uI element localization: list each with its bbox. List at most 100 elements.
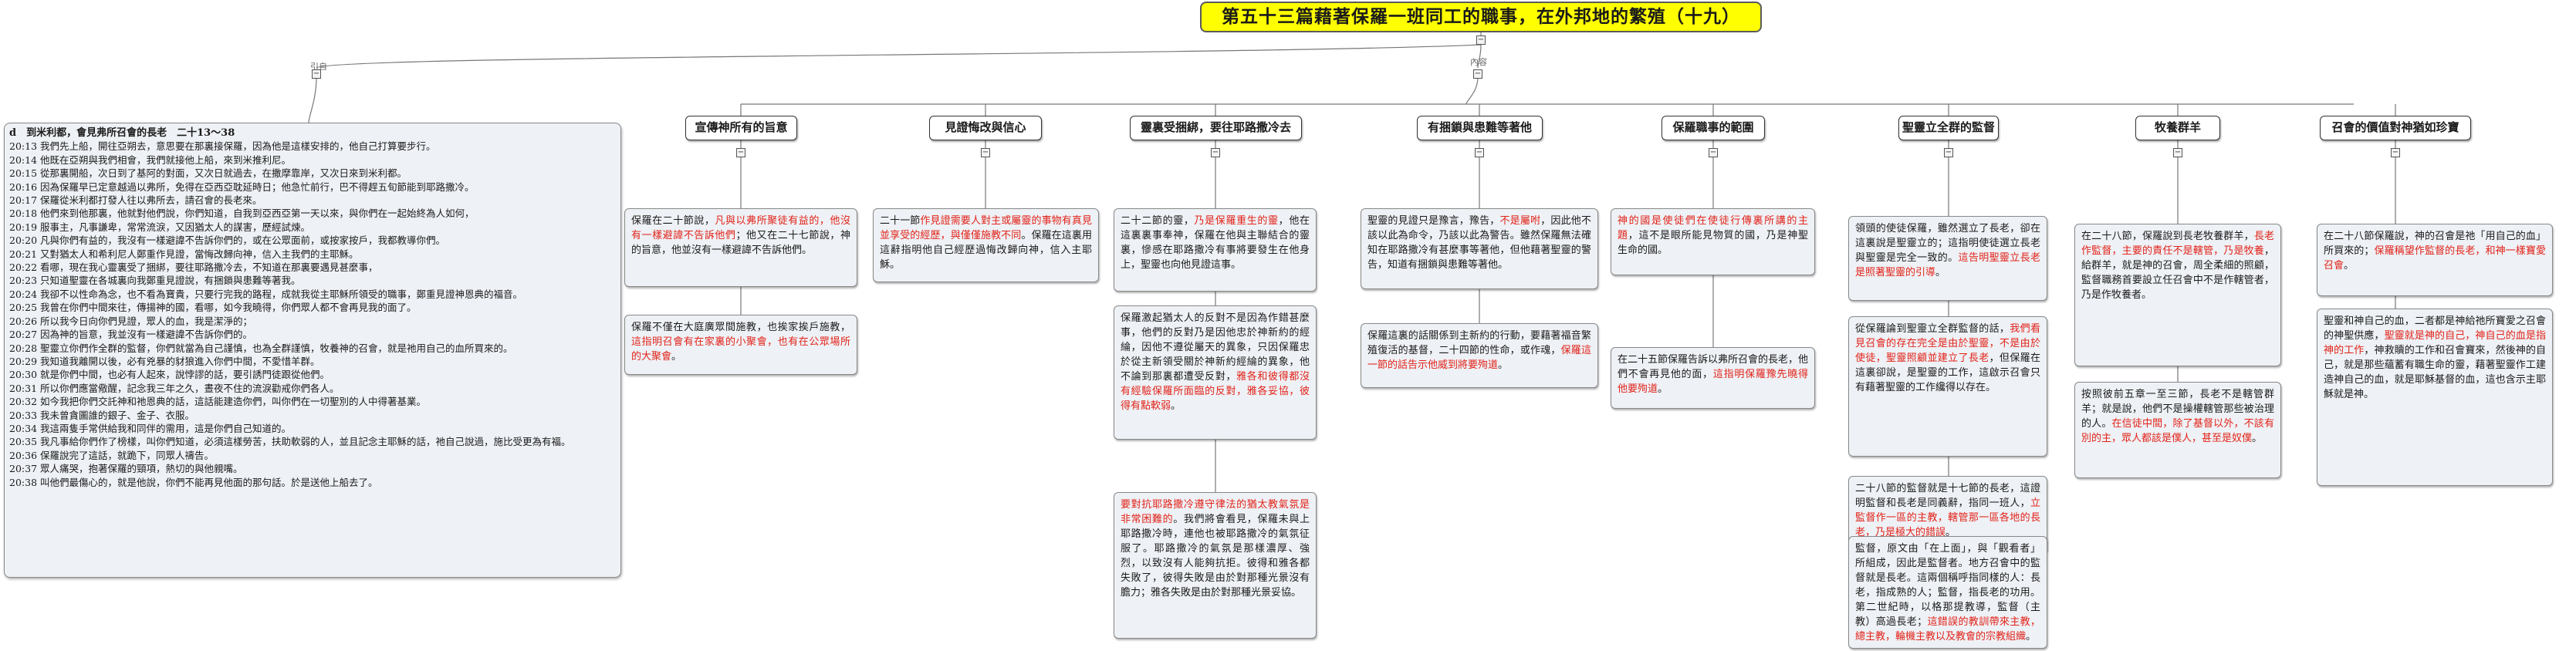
note-highlight-text: 這指明召會有在家裏的小聚會，也有在公眾場所的大聚會: [631, 336, 850, 363]
note-scope-1[interactable]: 神的國是使徒們在使徒行傳裏所講的主題，這不是眼所能見物質的國，乃是神聖生命的國。: [1611, 208, 1815, 275]
note-proclaim-2[interactable]: 保羅不僅在大庭廣眾間施教，也挨家挨戶施教， 這指明召會有在家裏的小聚會，也有在公眾…: [624, 315, 857, 375]
note-text: 監督，原文由「在上面」，與「觀看者」所組成，因此是監督者。地方召會中的監督就是長…: [1855, 543, 2040, 628]
verse-text: 他既在亞朔與我們相會，我們就接他上船，來到米推利尼。: [40, 153, 292, 166]
verse-text: 我知道我離開以後，必有兇暴的豺狼進入你們中間，不愛惜羊群。: [40, 355, 320, 367]
verse-text: 眾人痛哭，抱著保羅的頸項，熱切的與他親嘴。: [40, 463, 243, 475]
note-testify-1[interactable]: 二十一節作見證需要人對主或屬靈的事物有真見並享受的經歷，與僅僅施教不同。保羅在這…: [873, 208, 1099, 282]
note-overseer-1[interactable]: 領頭的使徒保羅，雖然選立了長老，卻在這裏說是聖靈立的；這指明使徒選立長老與聖靈是…: [1848, 216, 2047, 301]
topic-shepherd-flock[interactable]: 牧養群羊: [2135, 116, 2220, 140]
verse-text: 所以你們應當儆醒，記念我三年之久，晝夜不住的流淚勸戒你們各人。: [40, 382, 340, 394]
note-text: 保羅不僅在大庭廣眾間施教，也挨家挨戶施教，: [631, 322, 850, 333]
note-bound-2[interactable]: 保羅激起猶太人的反對不是因為作錯甚麼事，他們的反對乃是因他忠於神新約的經綸，因他…: [1114, 305, 1317, 440]
note-bound-3[interactable]: 要對抗耶路撒冷遵守律法的猶太教氣氛是非常困難的。我們將會看見，保羅未與上耶路撒冷…: [1114, 492, 1317, 639]
collapse-toggle-icon[interactable]: −: [1473, 69, 1482, 79]
note-text: 。: [1498, 359, 1509, 371]
verse-ref: 20:32: [9, 396, 38, 408]
note-text: 。: [1658, 383, 1668, 395]
topic-church-treasure[interactable]: 召會的價值對神猶如珍寶: [2320, 116, 2471, 140]
verse-ref: 20:29: [9, 355, 38, 367]
verse-text: 所以我今日向你們見證，眾人的血，我是潔淨的；: [40, 315, 253, 327]
verse-text: 看哪，現在我心靈裏受了捆綁，要往耶路撒冷去，不知道在那裏要遇見甚麼事，: [40, 261, 378, 274]
verse-text: 因為神的旨意，我並沒有一樣避諱不告訴你們的。: [40, 329, 253, 341]
branch-label-source: 引自: [310, 62, 327, 72]
verse-text: 我們先上船，開往亞朔去，意思要在那裏接保羅，因為他是這樣安排的，他自己打算要步行…: [40, 140, 436, 153]
collapse-toggle-icon[interactable]: −: [981, 148, 990, 157]
note-highlight-text: 作見證需要人對主或屬靈的事物有真見並享受的經歷，與僅僅施教不同: [880, 215, 1092, 241]
verse-text: 服事主，凡事謙卑，常常流淚，又因猶太人的謀害，歷經試煉。: [40, 221, 311, 233]
verse-ref: 20:13: [9, 140, 38, 153]
root-topic[interactable]: 第五十三篇藉著保羅一班同工的職事，在外邦地的繁殖（十九）: [1200, 2, 1762, 32]
topic-ministry-scope[interactable]: 保羅職事的範圍: [1662, 116, 1765, 140]
collapse-toggle-icon[interactable]: −: [1211, 148, 1220, 157]
note-text: 。: [1171, 400, 1182, 412]
note-proclaim-1[interactable]: 保羅在二十節說，凡與以弗所聚徒有益的，他沒有一樣避諱不告訴他們；他又在二十七節說…: [624, 208, 857, 287]
note-scope-2[interactable]: 在二十五節保羅告訴以弗所召會的長老，他們不會再見他的面，這指明保羅豫先曉得他要殉…: [1611, 347, 1815, 409]
note-text: ，他在這裏裏事奉神，保羅在他與主聯結合的靈裏，慘感在耶路撒冷有事將要發生在他身上…: [1121, 215, 1310, 271]
verse-ref: 20:20: [9, 234, 38, 247]
note-text: ，因此他不該以此為命令，乃該以此為警告。雖然保羅無法確知在耶路撒冷有甚麼事等著他…: [1367, 215, 1591, 271]
note-text: ；他又在二十七節說，神的旨意，他並沒有一樣避諱不告訴他們。: [631, 230, 850, 256]
topic-overseers[interactable]: 聖靈立全群的監督: [1898, 116, 1999, 140]
note-text: 。: [2344, 260, 2355, 272]
verse-ref: 20:38: [9, 476, 38, 488]
verse-text: 我這兩隻手常供給我和同伴的需用，這是你們自己知道的。: [40, 422, 292, 434]
topic-bound-in-spirit[interactable]: 靈裏受捆綁，要往耶路撒冷去: [1130, 116, 1302, 140]
verse-ref: 20:15: [9, 167, 38, 180]
verse-ref: 20:16: [9, 180, 38, 193]
note-text: 。: [2252, 433, 2263, 444]
note-text: ，給群羊，就是神的召會，周全柔細的照顧，監督職務首要設立任召會中不是作轄管者，乃…: [2081, 245, 2274, 301]
note-shepherd-2[interactable]: 按照彼前五章一至三節，長老不是轄管群羊；就是說，他們不是操權轄管那些被治理的人。…: [2074, 382, 2281, 478]
note-text: 。保羅在這裏用這辭指明他自己經歷過悔改歸向神，信入主耶穌。: [880, 230, 1092, 271]
verse-ref: 20:36: [9, 449, 38, 461]
note-text: 領頭的使徒保羅，雖然選立了長老，卻在這裏說是聖靈立的；這指明使徒選立長老與聖靈是…: [1855, 223, 2040, 264]
collapse-toggle-icon[interactable]: −: [1476, 35, 1486, 45]
verse-ref: 20:35: [9, 436, 38, 448]
verse-text: 保羅說完了這話，就跪下，同眾人禱告。: [40, 449, 215, 461]
collapse-toggle-icon[interactable]: −: [2391, 148, 2400, 157]
note-shepherd-1[interactable]: 在二十八節，保羅說到長老牧養群羊，長老作監督，主要的責任不是轄管，乃是牧養，給群…: [2074, 224, 2281, 366]
collapse-toggle-icon[interactable]: −: [1709, 148, 1718, 157]
note-bonds-1[interactable]: 聖靈的見證只是豫言，豫告，不是屬咐，因此他不該以此為命令，乃該以此為警告。雖然保…: [1361, 208, 1598, 289]
verse-ref: 20:33: [9, 409, 38, 421]
note-text: 二十二節的靈，: [1121, 215, 1195, 227]
note-overseer-2[interactable]: 從保羅論到聖靈立全群監督的話，我們看見召會的存在完全是由於聖靈，不是由於使徒，聖…: [1848, 316, 2047, 457]
note-highlight-text: 聖靈就是神的自己，神自己的血是指神的工作: [2324, 330, 2546, 356]
verse-ref: 20:18: [9, 207, 38, 220]
collapse-toggle-icon[interactable]: −: [1944, 148, 1953, 157]
collapse-toggle-icon[interactable]: −: [736, 148, 745, 157]
note-highlight-text: 這錯誤的教訓帶來主教，總主教，輪機主教以及教會的宗教組織: [1855, 616, 2040, 643]
note-text: ，這不是眼所能見物質的國，乃是神聖生命的國。: [1618, 230, 1808, 256]
collapse-toggle-icon[interactable]: −: [1475, 148, 1484, 157]
note-highlight-text: 保羅稱望作監督的長老，和神一樣寶愛召會: [2324, 245, 2546, 272]
note-treasure-1[interactable]: 在二十八節保羅說，神的召會是祂「用自己的血」所買來的；保羅稱望作監督的長老，和神…: [2317, 224, 2553, 296]
topic-proclaim-will[interactable]: 宣傳神所有的旨意: [685, 116, 797, 140]
collapse-toggle-icon[interactable]: −: [2173, 148, 2182, 157]
note-text: 。: [671, 351, 682, 363]
note-text: 聖靈和神自己的血，二者都是神給祂所寶愛之召會的神聖供應，: [2324, 315, 2546, 342]
verse-ref: 20:34: [9, 422, 38, 434]
note-bonds-2[interactable]: 保羅這裏的話關係到主新約的行動，要藉著福音繁殖復活的基督，二十四節的性命，或作魂…: [1361, 323, 1598, 388]
verse-text: 又對猶太人和希利尼人鄭重作見證，當悔改歸向神，信入主我們的主耶穌。: [40, 248, 359, 260]
topic-testify-repentance[interactable]: 見證悔改與信心: [929, 116, 1042, 140]
note-text: 從保羅論到聖靈立全群監督的話，: [1855, 323, 2010, 335]
collapse-toggle-icon[interactable]: −: [312, 69, 321, 79]
note-text: 在二十五節保羅告訴以弗所召會的長老，他們不會再見他的面，: [1618, 354, 1809, 380]
note-text: 聖靈的見證只是豫言，豫告，: [1367, 215, 1500, 227]
note-highlight-text: 乃是保羅重生的靈: [1194, 215, 1279, 227]
note-overseer-4[interactable]: 監督，原文由「在上面」，與「觀看者」所組成，因此是監督者。地方召會中的監督就是長…: [1848, 536, 2047, 649]
note-treasure-2[interactable]: 聖靈和神自己的血，二者都是神給祂所寶愛之召會的神聖供應，聖靈就是神的自己，神自己…: [2317, 309, 2553, 486]
topic-bonds-afflictions[interactable]: 有捆鎖與患難等著他: [1417, 116, 1543, 140]
verse-ref: 20:21: [9, 248, 38, 260]
note-bound-1[interactable]: 二十二節的靈，乃是保羅重生的靈，他在這裏裏事奉神，保羅在他與主聯結合的靈裏，慘感…: [1114, 208, 1317, 292]
